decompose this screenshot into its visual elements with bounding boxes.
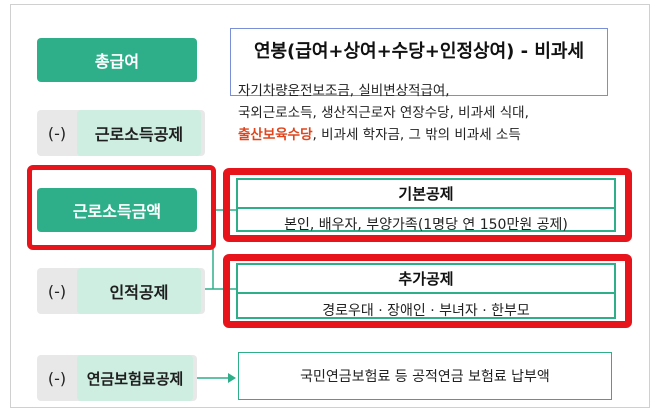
pension-box: 국민연금보험료 등 공적연금 보험료 납부액 bbox=[238, 352, 612, 400]
divider bbox=[238, 207, 614, 209]
divider bbox=[238, 292, 614, 294]
additional-deduction-title: 추가공제 bbox=[398, 270, 454, 288]
non-taxable-line-2: 국외근로소득, 생산직근로자 연장수당, 비과세 식대, bbox=[238, 105, 529, 121]
earned-income-amount-box: 근로소득금액 bbox=[37, 188, 197, 232]
basic-deduction-body: 본인, 배우자, 부양가족(1명당 연 150만원 공제) bbox=[284, 217, 568, 233]
non-taxable-line-1: 자기차량운전보조금, 실비변상적급여, bbox=[238, 83, 450, 99]
earned-income-deduction-row: (-) 근로소득공제 bbox=[37, 110, 205, 156]
non-taxable-line-3: 출산보육수당, 비과세 학자금, 그 밖의 비과세 소득 bbox=[238, 124, 648, 146]
annual-salary-title: 연봉(급여+상여+수당+인정상여) - 비과세 bbox=[253, 41, 585, 62]
basic-deduction-box: 기본공제 본인, 배우자, 부양가족(1명당 연 150만원 공제) bbox=[236, 178, 616, 233]
earned-income-deduction-label: 근로소득공제 bbox=[94, 125, 184, 144]
total-pay-box: 총급여 bbox=[37, 38, 197, 82]
non-taxable-list: 자기차량운전보조금, 실비변상적급여, 국외근로소득, 생산직근로자 연장수당,… bbox=[238, 80, 648, 146]
additional-deduction-body: 경로우대 · 장애인 · 부녀자 · 한부모 bbox=[322, 303, 530, 319]
minus-sign: (-) bbox=[47, 281, 67, 301]
additional-deduction-highlight bbox=[223, 254, 632, 328]
minus-sign: (-) bbox=[47, 123, 67, 143]
diagram-frame bbox=[10, 4, 650, 408]
basic-deduction-highlight bbox=[223, 168, 632, 242]
childcare-allowance-highlight: 출산보육수당 bbox=[238, 127, 313, 143]
pension-deduction-label: 연금보험료공제 bbox=[86, 369, 184, 388]
basic-deduction-title: 기본공제 bbox=[398, 185, 454, 203]
annual-salary-box: 연봉(급여+상여+수당+인정상여) - 비과세 bbox=[230, 28, 608, 96]
earned-income-amount-label: 근로소득금액 bbox=[72, 202, 162, 221]
additional-deduction-box: 추가공제 경로우대 · 장애인 · 부녀자 · 한부모 bbox=[236, 263, 616, 319]
pension-box-body: 국민연금보험료 등 공적연금 보험료 납부액 bbox=[300, 369, 550, 385]
personal-deduction-box: 인적공제 bbox=[77, 268, 201, 314]
total-pay-label: 총급여 bbox=[94, 52, 140, 71]
non-taxable-line-3-rest: , 비과세 학자금, 그 밖의 비과세 소득 bbox=[312, 127, 521, 143]
pension-deduction-box: 연금보험료공제 bbox=[77, 355, 193, 401]
arrow-head bbox=[228, 373, 236, 383]
pension-deduction-row: (-) 연금보험료공제 bbox=[37, 355, 197, 401]
earned-income-amount-highlight bbox=[27, 165, 216, 250]
personal-deduction-row: (-) 인적공제 bbox=[37, 268, 205, 314]
personal-deduction-label: 인적공제 bbox=[109, 283, 169, 302]
earned-income-deduction-box: 근로소득공제 bbox=[77, 110, 201, 156]
minus-sign: (-) bbox=[47, 368, 67, 388]
